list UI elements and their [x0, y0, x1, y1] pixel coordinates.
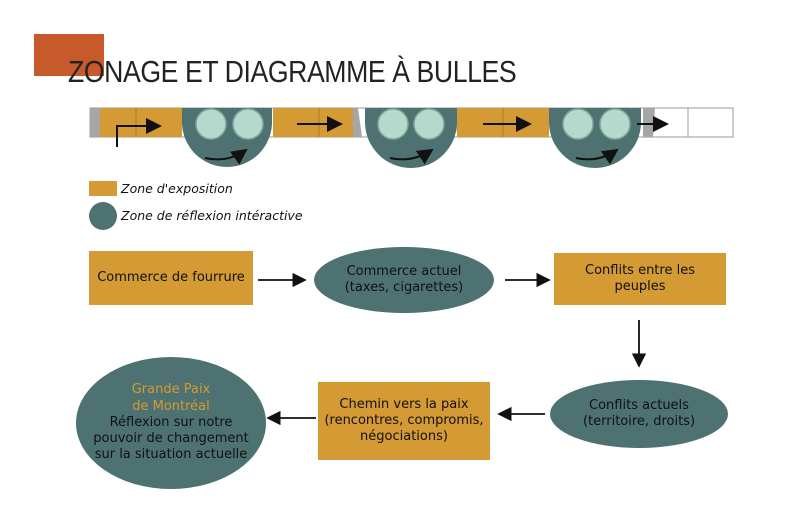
- legend-reflexion-swatch: [89, 202, 117, 230]
- node-commerce-actuel: Commerce actuel (taxes, cigarettes): [314, 247, 494, 313]
- node-grande-paix: Grande Paix de Montréal Réflexion sur no…: [76, 357, 266, 489]
- node-title: de Montréal: [132, 398, 210, 414]
- node-label: Commerce actuel: [346, 263, 462, 279]
- legend-exposition-swatch: [89, 181, 117, 196]
- node-label: sur la situation actuelle: [94, 447, 248, 463]
- tree-icon: [195, 108, 631, 140]
- node-label: Conflits actuels: [589, 397, 689, 413]
- accent-block: [34, 34, 104, 76]
- node-label: (taxes, cigarettes): [344, 280, 464, 295]
- node-label: Réflexion sur notre: [109, 414, 233, 430]
- node-conflits-peuples: Conflits entre les peuples: [554, 253, 726, 305]
- page-title: ZONAGE ET DIAGRAMME À BULLES: [68, 54, 517, 89]
- exposition-zone: [273, 108, 353, 137]
- exposition-zone: [100, 108, 182, 137]
- node-label: pouvoir de changement: [93, 431, 249, 447]
- node-label: (territoire, droits): [582, 414, 696, 429]
- node-label: Commerce de fourrure: [97, 269, 245, 285]
- node-label: Chemin vers la paix: [339, 396, 469, 412]
- flow-arrows: [258, 272, 647, 426]
- node-conflits-actuels: Conflits actuels (territoire, droits): [550, 380, 728, 448]
- node-label: négociations): [360, 429, 448, 445]
- circulation-arrows: [116, 116, 669, 165]
- legend-exposition-label: Zone d'exposition: [121, 181, 233, 196]
- node-label: Conflits entre les peuples: [585, 262, 695, 294]
- legend-reflexion-label: Zone de réflexion intéractive: [121, 208, 303, 223]
- node-label: (rencontres, compromis,: [324, 412, 484, 428]
- node-commerce-fourrure: Commerce de fourrure: [89, 251, 253, 305]
- node-chemin-paix: Chemin vers la paix (rencontres, comprom…: [318, 382, 490, 460]
- node-title: Grande Paix: [131, 382, 211, 398]
- separator: [643, 108, 655, 137]
- separator: [90, 108, 100, 137]
